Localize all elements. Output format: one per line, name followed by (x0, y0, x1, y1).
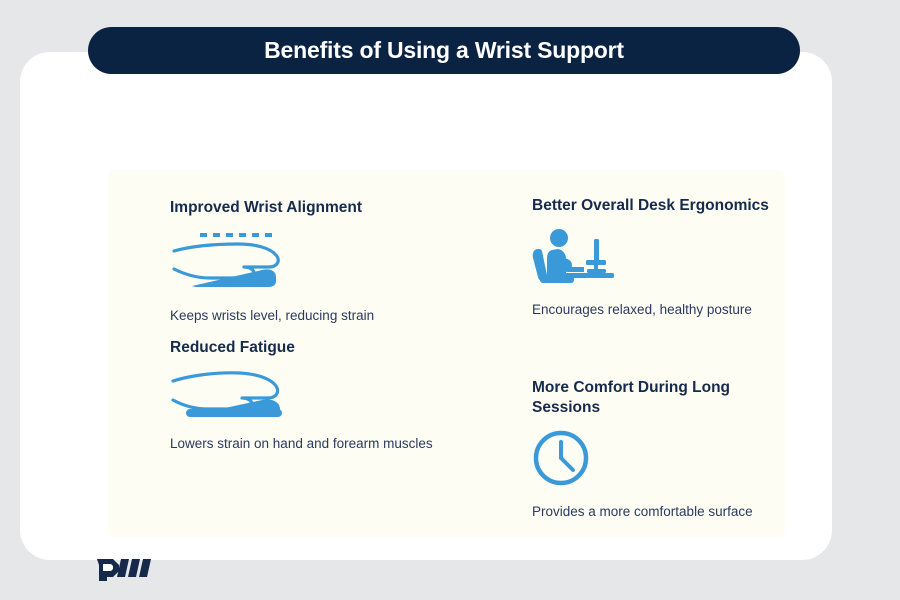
hand-on-wedge-wrist-rest-icon (170, 229, 374, 296)
person-at-desk-with-monitor-icon (532, 227, 769, 290)
benefits-panel: Improved Wrist Alignment Keeps (108, 170, 785, 537)
benefit-description: Encourages relaxed, healthy posture (532, 302, 752, 318)
benefit-title: Better Overall Desk Ergonomics (532, 197, 769, 214)
benefit-title: Reduced Fatigue (170, 339, 295, 356)
benefit-item-reduced-fatigue: Reduced Fatigue Lowers strain on hand an… (170, 338, 433, 453)
clock-icon (532, 429, 782, 492)
benefit-item-improved-wrist-alignment: Improved Wrist Alignment Keeps (170, 198, 374, 325)
header-title-pill: Benefits of Using a Wrist Support (88, 27, 800, 74)
benefit-description: Keeps wrists level, reducing strain (170, 308, 375, 324)
benefit-description: Lowers strain on hand and forearm muscle… (170, 436, 433, 452)
page-title: Benefits of Using a Wrist Support (264, 37, 624, 63)
w-monogram-logo (95, 555, 153, 581)
benefit-title: Improved Wrist Alignment (170, 199, 363, 216)
benefit-title: More Comfort During Long Sessions (532, 379, 731, 417)
benefit-item-more-comfort-during-long-sessions: More Comfort During Long Sessions Provid… (532, 378, 782, 521)
hand-on-cushion-pad-icon (170, 369, 433, 424)
content-card: Improved Wrist Alignment Keeps (20, 52, 832, 581)
benefit-description: Provides a more comfortable surface (532, 504, 753, 520)
benefit-item-better-overall-desk-ergonomics: Better Overall Desk Ergonomics (532, 196, 769, 319)
